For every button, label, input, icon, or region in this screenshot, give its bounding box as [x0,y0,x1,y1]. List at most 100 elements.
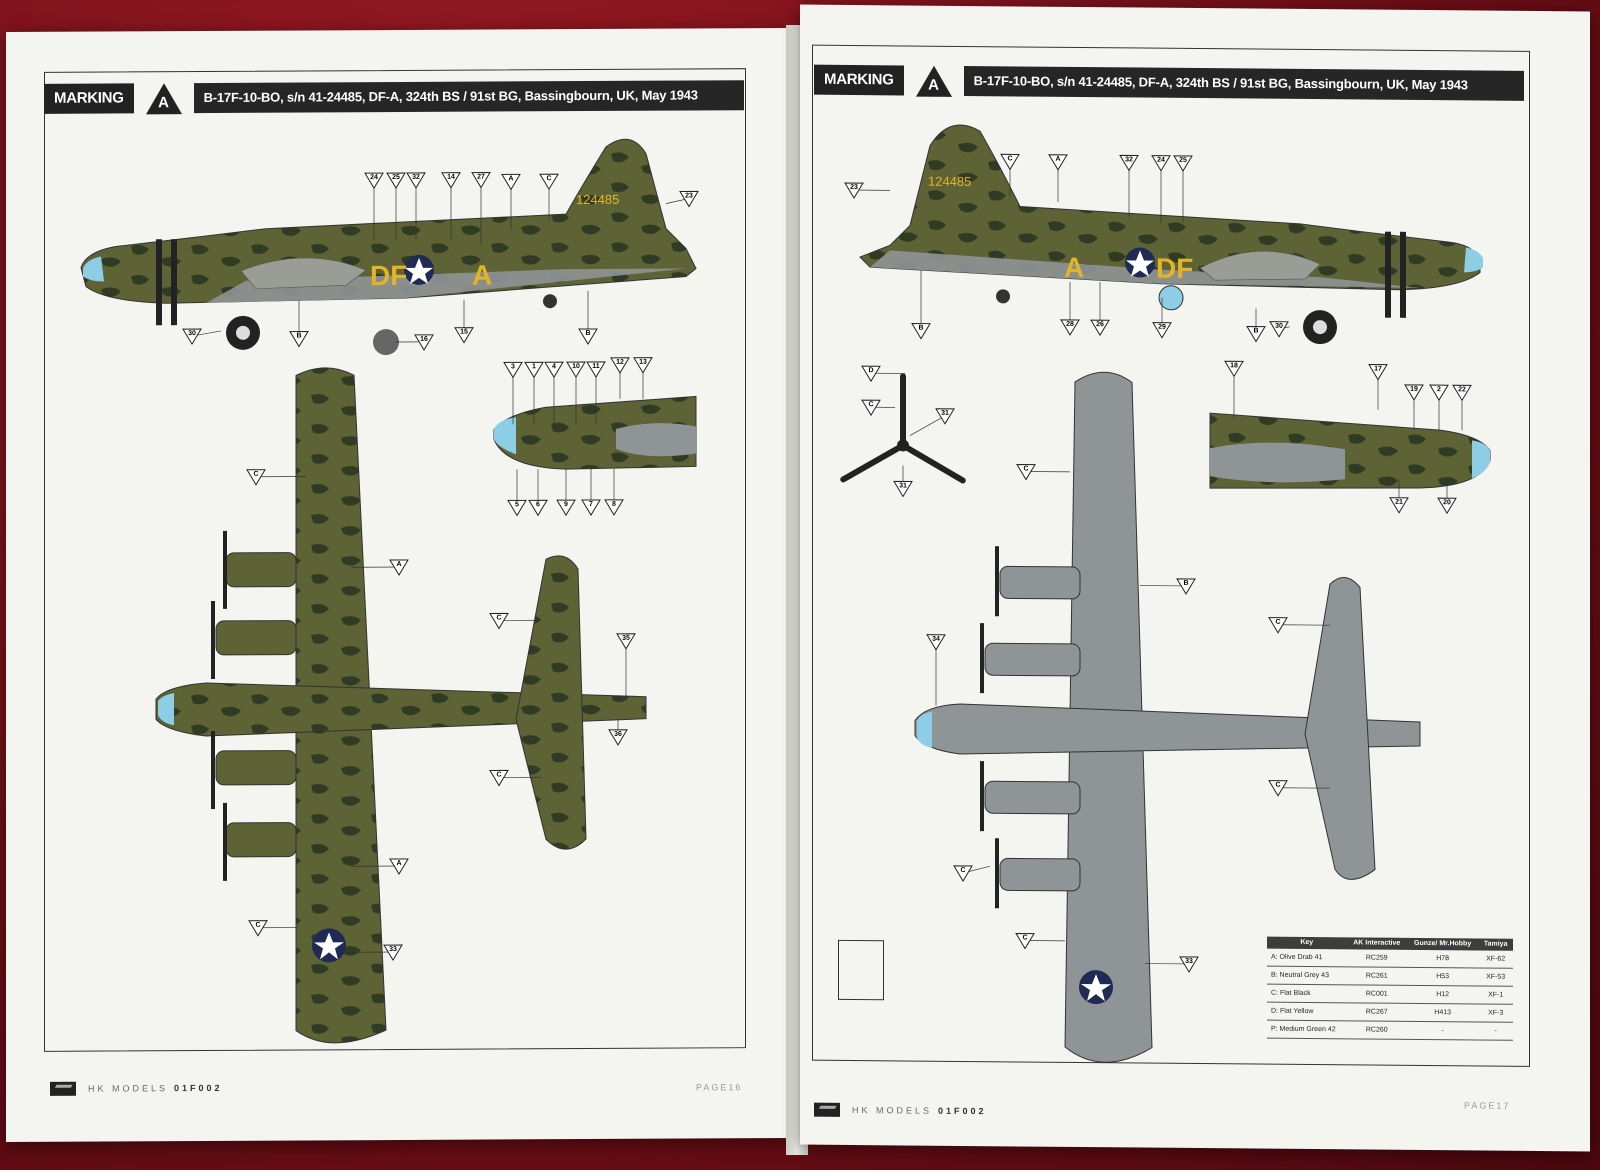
callout-label: 23 [685,192,693,199]
callout-marker [1268,780,1288,797]
callout-label: 25 [392,174,400,181]
side-profile-left: DF A 124485 [80,138,697,356]
key-tamiya-code: XF-1 [1478,985,1513,1005]
callout-marker [1437,497,1457,515]
callout-marker [441,172,461,189]
hk-models-logo [814,1102,840,1117]
callout-label: D [868,367,873,374]
callout-marker [182,328,202,346]
key-tamiya-code: XF-62 [1478,950,1513,969]
tail-serial: 124485 [576,192,619,207]
callout-marker [503,361,523,379]
callout-marker [1452,384,1472,402]
key-ak-code: RC001 [1346,984,1407,1004]
callout-label: 34 [932,636,940,643]
callout-label: C [496,614,501,621]
callout-marker [501,173,521,191]
callout-label: 16 [420,336,428,343]
callout-label: C [1275,782,1280,789]
key-ak-code: RC261 [1346,966,1407,986]
callout-label: 28 [1066,321,1074,328]
callout-label: 15 [460,329,468,336]
callout-label: 8 [612,501,616,508]
key-tamiya-code: XF-53 [1478,967,1513,987]
callout-marker [935,408,955,425]
callout-label: 31 [899,482,907,489]
callout-marker [1015,932,1035,950]
instruction-page-right: MARKING A B-17F-10-BO, s/n 41-24485, DF-… [800,4,1590,1152]
callout-marker [1268,617,1288,634]
callout-label: A [1055,156,1060,163]
callout-label: 4 [552,363,556,370]
callout-marker [1368,364,1388,381]
callout-marker [248,920,268,937]
callout-label: 36 [614,731,622,738]
footer-code: 01F002 [174,1082,223,1094]
callout-label: 18 [1230,362,1238,369]
callout-label: 35 [622,635,630,642]
key-header-3: Tamiya [1478,938,1513,951]
callout-marker [524,361,544,379]
callout-label: 30 [1275,323,1283,330]
nose-detail-left [493,395,697,470]
key-gunze-code: H413 [1406,1003,1479,1022]
callout-marker [1246,325,1266,343]
callout-marker [1090,319,1110,337]
tail-serial: 124485 [928,174,971,189]
callout-marker [414,334,434,351]
marking-header: MARKING A B-17F-10-BO, s/n 41-24485, DF-… [44,80,744,115]
callout-label: C [496,771,501,778]
aircraft-profiles-right: A DF 124485 [840,124,1491,1063]
callout-marker [1000,153,1020,171]
key-header-2: Gunze/ Mr.Hobby [1406,937,1479,951]
callout-label: 33 [1185,958,1193,965]
callout-label: C [1023,466,1028,473]
key-gunze-code: - [1406,1021,1479,1040]
callout-marker [364,172,384,190]
callout-marker [556,499,576,517]
hk-models-logo [50,1081,76,1096]
callout-label: 10 [572,363,580,370]
callout-marker [1119,154,1139,172]
callout-marker [578,328,598,345]
key-gunze-code: H78 [1406,949,1479,968]
key-ak-code: RC267 [1346,1002,1407,1022]
callout-label: 5 [515,501,519,508]
callout-marker [489,769,509,787]
callout-label: 20 [1443,499,1451,506]
callout-label: 13 [639,359,647,366]
callout-marker [1429,384,1449,402]
callout-marker [489,612,509,630]
callout-marker [581,499,601,516]
paint-color-key-table: Key AK Interactive Gunze/ Mr.Hobby Tamiy… [1267,936,1513,1041]
page-footer: HK MODELS 01F002 [814,1102,987,1119]
callout-label: B [1253,328,1258,335]
callout-label: C [868,401,873,408]
callout-marker [1179,956,1199,973]
callout-marker [893,480,913,498]
callout-label: 24 [1157,157,1165,164]
key-header-0: Key [1267,936,1347,950]
key-header-1: AK Interactive [1346,937,1407,950]
callout-marker [604,499,624,516]
nose-detail-right [1209,412,1491,489]
callout-marker [679,190,699,208]
callout-marker [386,172,406,189]
instruction-page-left: MARKING A B-17F-10-BO, s/n 41-24485, DF-… [6,27,792,1143]
page-number: PAGE17 [1464,1100,1511,1111]
callout-label: 7 [589,501,593,508]
callout-marker [471,172,491,189]
fuselage-code-left: DF [370,260,407,291]
callout-label: C [253,471,258,478]
callout-label: 25 [1179,157,1187,164]
key-tamiya-code: XF-3 [1478,1003,1513,1023]
marking-letter-badge: A [144,81,184,115]
callout-label: C [1022,934,1027,941]
key-color-name: P: Medium Green 42 [1267,1020,1347,1039]
callout-label: 23 [850,184,858,191]
